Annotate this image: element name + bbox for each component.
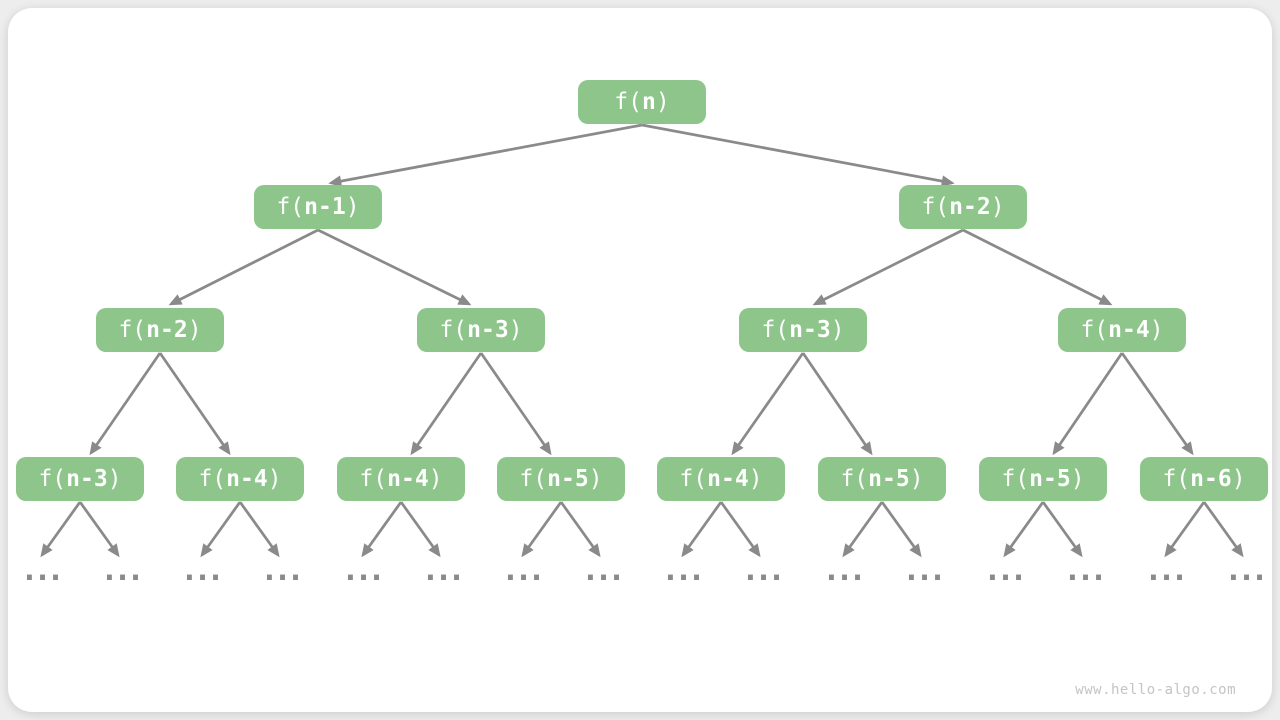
ellipsis: ... — [902, 553, 946, 588]
node-label: ) — [909, 465, 924, 492]
node-arg: n-3 — [66, 465, 108, 492]
node-f-n-3: f(n-3) — [417, 308, 545, 352]
node-f-n-5: f(n-5) — [497, 457, 625, 501]
node-arg: n-4 — [387, 465, 429, 492]
node-arg: n-4 — [226, 465, 268, 492]
node-label: f( — [614, 88, 642, 115]
node-f-n-2: f(n-2) — [96, 308, 224, 352]
node-label: f( — [1162, 465, 1191, 492]
node-f-n-6: f(n-6) — [1140, 457, 1268, 501]
node-label: f( — [38, 465, 67, 492]
node-label: f( — [1001, 465, 1030, 492]
ellipsis: ... — [180, 553, 224, 588]
node-label: f( — [519, 465, 548, 492]
ellipsis: ... — [581, 553, 625, 588]
node-f-n-5: f(n-5) — [818, 457, 946, 501]
node-label: f( — [359, 465, 388, 492]
ellipsis: ... — [1224, 553, 1268, 588]
node-label: f( — [840, 465, 869, 492]
node-arg: n-1 — [304, 193, 346, 220]
node-arg: n-4 — [1108, 316, 1150, 343]
node-label: ) — [1231, 465, 1246, 492]
node-f-n-4: f(n-4) — [1058, 308, 1186, 352]
node-arg: n-5 — [1029, 465, 1071, 492]
node-label: ) — [345, 193, 360, 220]
node-label: ) — [830, 316, 845, 343]
node-label: ) — [1149, 316, 1164, 343]
node-arg: n-5 — [868, 465, 910, 492]
node-label: ) — [187, 316, 202, 343]
ellipsis: ... — [661, 553, 705, 588]
node-f-n-3: f(n-3) — [739, 308, 867, 352]
node-arg: n-4 — [707, 465, 749, 492]
node-label: f( — [198, 465, 227, 492]
ellipsis: ... — [1144, 553, 1188, 588]
node-label: ) — [588, 465, 603, 492]
node-arg: n-5 — [547, 465, 589, 492]
node-f-n-4: f(n-4) — [337, 457, 465, 501]
node-label: f( — [118, 316, 147, 343]
node-label: ) — [508, 316, 523, 343]
ellipsis: ... — [421, 553, 465, 588]
node-label: ) — [267, 465, 282, 492]
node-arg: n-3 — [467, 316, 509, 343]
node-f-n-4: f(n-4) — [657, 457, 785, 501]
node-label: f( — [276, 193, 305, 220]
node-label: ) — [748, 465, 763, 492]
ellipsis: ... — [260, 553, 304, 588]
ellipsis: ... — [983, 553, 1027, 588]
node-label: ) — [1070, 465, 1085, 492]
ellipsis: ... — [741, 553, 785, 588]
ellipsis: ... — [1063, 553, 1107, 588]
node-label: ) — [428, 465, 443, 492]
ellipsis: ... — [501, 553, 545, 588]
node-label: f( — [921, 193, 950, 220]
node-f-n-5: f(n-5) — [979, 457, 1107, 501]
node-label: ) — [655, 88, 670, 115]
node-arg: n — [641, 88, 656, 115]
ellipsis: ... — [100, 553, 144, 588]
node-label: ) — [107, 465, 122, 492]
node-label: ) — [990, 193, 1005, 220]
node-f-n-2: f(n-2) — [899, 185, 1027, 229]
ellipsis: ... — [341, 553, 385, 588]
node-f-n-1: f(n-1) — [254, 185, 382, 229]
node-arg: n-2 — [949, 193, 991, 220]
node-arg: n-3 — [789, 316, 831, 343]
node-label: f( — [439, 316, 468, 343]
ellipsis: ... — [822, 553, 866, 588]
node-f-n-4: f(n-4) — [176, 457, 304, 501]
node-label: f( — [679, 465, 708, 492]
node-label: f( — [1080, 316, 1109, 343]
ellipsis: ... — [20, 553, 64, 588]
node-label: f( — [761, 316, 790, 343]
node-f-n-3: f(n-3) — [16, 457, 144, 501]
node-f-n: f(n) — [578, 80, 706, 124]
node-arg: n-2 — [146, 316, 188, 343]
node-arg: n-6 — [1190, 465, 1232, 492]
watermark-url: www.hello-algo.com — [1075, 682, 1236, 698]
